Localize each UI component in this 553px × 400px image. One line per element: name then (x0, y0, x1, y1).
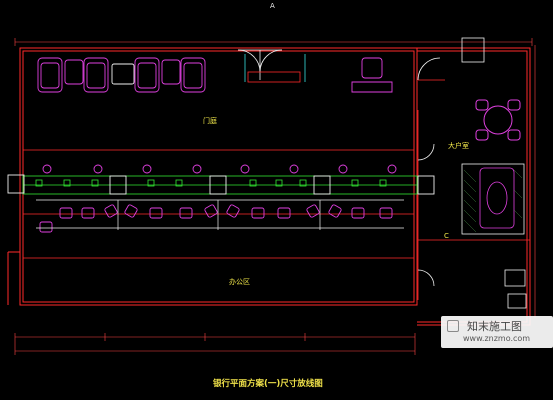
vip-round-table (475, 99, 521, 141)
axis-label-a: A (270, 2, 275, 10)
watermark-logo-icon (447, 320, 459, 332)
watermark-name: 知末施工图 (467, 320, 522, 333)
partitions (23, 79, 530, 300)
room-label-lobby: 门庭 (203, 117, 217, 125)
room-label-c: C (444, 232, 449, 240)
side-rooms (417, 37, 527, 309)
entrance-doors (237, 49, 283, 80)
drawing-title: 银行平面方案(一)尺寸放线图 (213, 379, 323, 389)
teller-chairs (39, 204, 393, 233)
watermark: 知末施工图 www.znzmo.com (441, 316, 553, 348)
customer-stools (42, 164, 397, 174)
watermark-url: www.znzmo.com (463, 334, 531, 343)
room-label-office: 办公区 (229, 278, 250, 286)
entrance-vestibule (244, 54, 306, 83)
columns (7, 174, 435, 195)
vip-lounge (461, 163, 525, 235)
lobby-sofas (37, 57, 393, 93)
room-label-vip: 大户室 (448, 142, 469, 150)
teller-desks (36, 199, 404, 230)
bottom-dimension-lines (14, 333, 416, 355)
top-dimension-line (14, 38, 533, 46)
lounge-hatch (463, 169, 523, 233)
